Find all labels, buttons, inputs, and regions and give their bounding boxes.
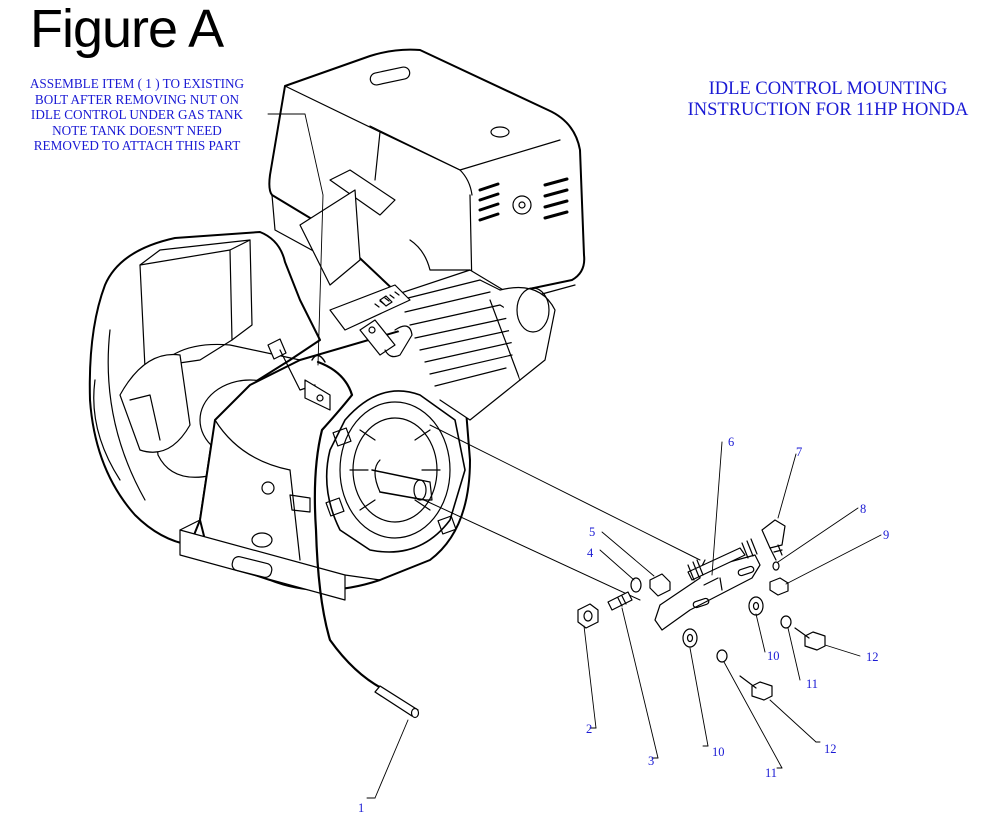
callout-label: 3 — [648, 754, 654, 768]
heading-line: IDLE CONTROL MOUNTING — [708, 79, 948, 99]
pto-flange — [325, 390, 466, 553]
callout-label: 12 — [866, 650, 879, 664]
callout-label: 6 — [728, 435, 734, 449]
callout-label: 1 — [358, 801, 364, 815]
callout-label: 9 — [883, 528, 889, 542]
cylinder-fins — [379, 269, 556, 421]
assembly-note: ASSEMBLE ITEM ( 1 ) TO EXISTING BOLT AFT… — [8, 76, 266, 154]
figure-title: Figure A — [30, 0, 224, 59]
leader-lines — [267, 113, 882, 799]
diagram-heading: IDLE CONTROL MOUNTING INSTRUCTION FOR 11… — [660, 79, 996, 121]
air-cleaner-cover — [268, 48, 586, 307]
note-line: IDLE CONTROL UNDER GAS TANK — [30, 107, 244, 123]
callout-label: 8 — [860, 502, 866, 516]
governor-linkage — [267, 189, 471, 411]
note-line: REMOVED TO ATTACH THIS PART — [33, 138, 241, 154]
callout-label: 12 — [824, 742, 837, 756]
note-line: BOLT AFTER REMOVING NUT ON — [34, 91, 240, 107]
exploded-parts — [423, 424, 826, 701]
callout-label: 11 — [806, 677, 818, 691]
engine-drawing — [88, 48, 586, 601]
callout-label: 10 — [712, 745, 725, 759]
callout-label: 5 — [589, 525, 595, 539]
callout-label: 4 — [587, 546, 594, 560]
callout-label: 11 — [765, 766, 777, 780]
idle-cable — [311, 354, 420, 719]
heading-line: INSTRUCTION FOR 11HP HONDA — [687, 100, 969, 120]
note-line: ASSEMBLE ITEM ( 1 ) TO EXISTING — [29, 76, 245, 91]
callout-label: 7 — [796, 445, 802, 459]
callout-label: 2 — [586, 722, 592, 736]
note-line: NOTE TANK DOESN'T NEED — [52, 122, 222, 138]
callout-label: 10 — [767, 649, 780, 663]
